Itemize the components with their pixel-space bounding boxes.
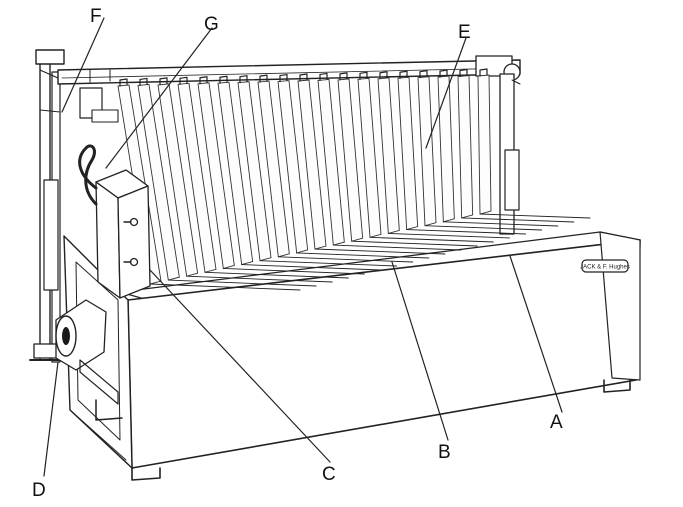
floor-strip	[241, 264, 382, 271]
plate	[457, 75, 474, 219]
plate	[377, 77, 400, 235]
floor-strip	[479, 213, 591, 219]
leader-lines	[43, 17, 563, 477]
plate	[357, 77, 382, 238]
plate-hook	[139, 77, 148, 87]
plate-hook	[399, 70, 408, 79]
floor-strip	[149, 283, 301, 291]
callout-labels: F G E A B C D	[32, 6, 563, 501]
plate	[477, 74, 492, 215]
left-support-frame	[29, 49, 67, 363]
plate	[217, 81, 254, 266]
plate	[137, 83, 180, 281]
plate	[197, 82, 235, 270]
plate-hook	[479, 68, 488, 77]
vertical-plates	[117, 68, 492, 285]
plate-hook	[239, 75, 248, 84]
floor-strip	[222, 267, 365, 275]
floor-strip	[167, 279, 317, 287]
plate	[237, 81, 272, 262]
plate-hook	[279, 73, 288, 83]
floor-strip	[277, 256, 414, 263]
plate-hook	[339, 72, 348, 81]
plate-hook	[199, 76, 208, 85]
motor	[55, 299, 119, 405]
floor-strip	[442, 221, 559, 227]
plate	[437, 75, 455, 223]
callout-B: B	[438, 442, 451, 463]
plate-hook	[359, 71, 368, 80]
callout-A: A	[550, 412, 563, 433]
nameplate	[581, 259, 629, 273]
plate-hook	[119, 78, 128, 87]
floor-strip	[461, 217, 575, 223]
plate	[397, 76, 419, 231]
callout-G: G	[204, 14, 219, 35]
callout-E: E	[458, 22, 471, 43]
control-box	[95, 169, 151, 299]
trough-floor-plates	[149, 213, 591, 291]
plate-hook	[319, 72, 328, 82]
plate-hook	[179, 76, 188, 85]
plate	[157, 83, 199, 277]
right-support-frame	[475, 55, 521, 235]
plate	[257, 80, 290, 258]
plate-hook	[419, 70, 428, 79]
plate	[297, 79, 327, 250]
floor-strip	[387, 232, 510, 239]
plate-hook	[219, 75, 228, 84]
nameplate-text: JACK & F. Hughes	[580, 265, 630, 271]
floor-strip	[406, 229, 527, 235]
plate-hook	[159, 77, 168, 86]
plate-hook	[259, 74, 268, 83]
plate	[177, 82, 217, 273]
floor-strip	[186, 275, 333, 283]
plate	[317, 78, 345, 246]
callout-C: C	[322, 464, 336, 485]
floor-strip	[351, 240, 478, 247]
floor-strip	[259, 260, 398, 267]
floor-strip	[296, 252, 430, 259]
plate-hook	[299, 73, 308, 82]
callout-D: D	[32, 480, 46, 501]
floor-strip	[314, 248, 446, 255]
floor-strip	[424, 225, 543, 231]
plate	[337, 78, 364, 242]
floor-strip	[332, 244, 462, 251]
cable	[78, 144, 98, 206]
plate	[277, 80, 309, 254]
plate-hook	[379, 71, 388, 80]
callout-F: F	[90, 6, 102, 27]
plate-hook	[439, 69, 448, 78]
plate	[417, 76, 437, 227]
floor-strip	[204, 271, 349, 279]
plate-hook	[459, 68, 468, 78]
floor-strip	[369, 236, 494, 243]
